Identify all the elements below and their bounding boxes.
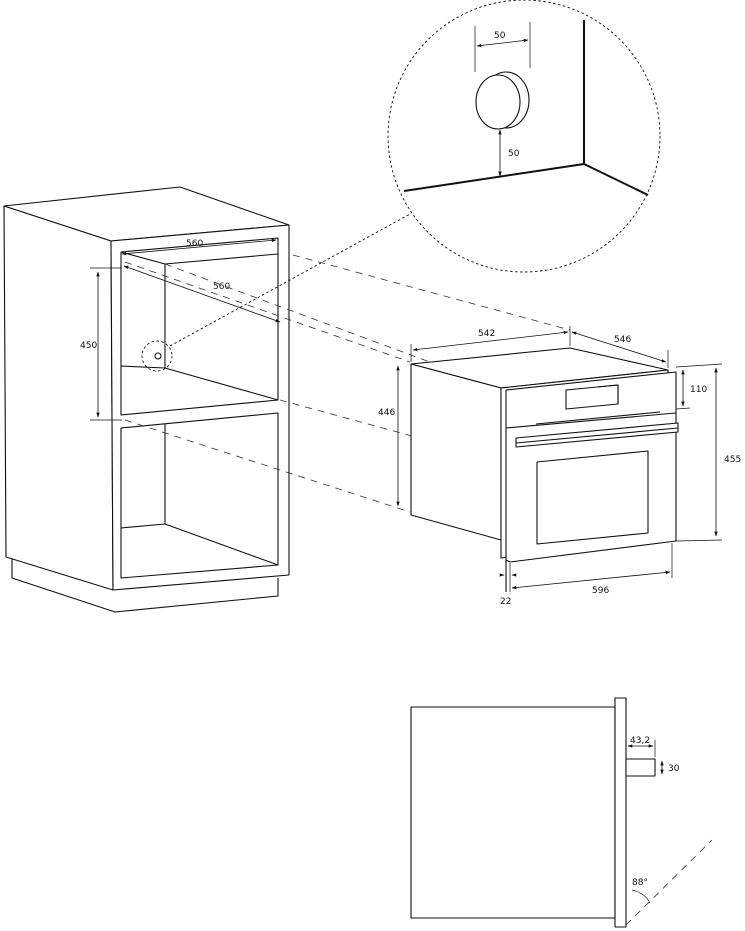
side-view-door xyxy=(615,698,626,927)
label-oven-total-depth: 546 xyxy=(614,335,631,345)
label-oven-body-depth: 542 xyxy=(478,329,495,339)
oven-door-window xyxy=(537,451,648,544)
label-handle-height: 30 xyxy=(668,764,680,774)
side-view-body xyxy=(411,707,615,918)
cabinet-upper-opening xyxy=(121,238,278,415)
label-opening-height: 450 xyxy=(80,341,97,351)
door-angle-arc xyxy=(632,890,650,903)
label-panel-height: 110 xyxy=(690,385,707,395)
label-knob-height: 50 xyxy=(508,149,520,159)
label-door-angle: 88° xyxy=(632,878,648,888)
side-view: 43,2 30 88° xyxy=(411,698,712,927)
dim-oven-width xyxy=(512,572,670,588)
label-oven-width: 596 xyxy=(592,586,609,596)
label-oven-total-height: 455 xyxy=(724,455,741,465)
oven xyxy=(411,348,678,592)
cabinet xyxy=(4,187,410,612)
detail-circle: 50 50 xyxy=(388,0,660,272)
label-cabinet-width: 560 xyxy=(186,239,203,249)
oven-side xyxy=(411,364,501,540)
label-front-thickness: 22 xyxy=(500,597,511,607)
label-handle-depth: 43,2 xyxy=(630,736,650,746)
detail-floor-line xyxy=(404,164,584,191)
cabinet-side xyxy=(4,206,113,590)
side-view-handle xyxy=(626,759,655,776)
cabinet-lower-opening xyxy=(121,413,278,578)
label-oven-body-height: 446 xyxy=(378,408,395,418)
label-knob-width: 50 xyxy=(494,31,506,41)
detail-corner-line xyxy=(584,20,648,195)
knob-icon xyxy=(476,72,529,129)
